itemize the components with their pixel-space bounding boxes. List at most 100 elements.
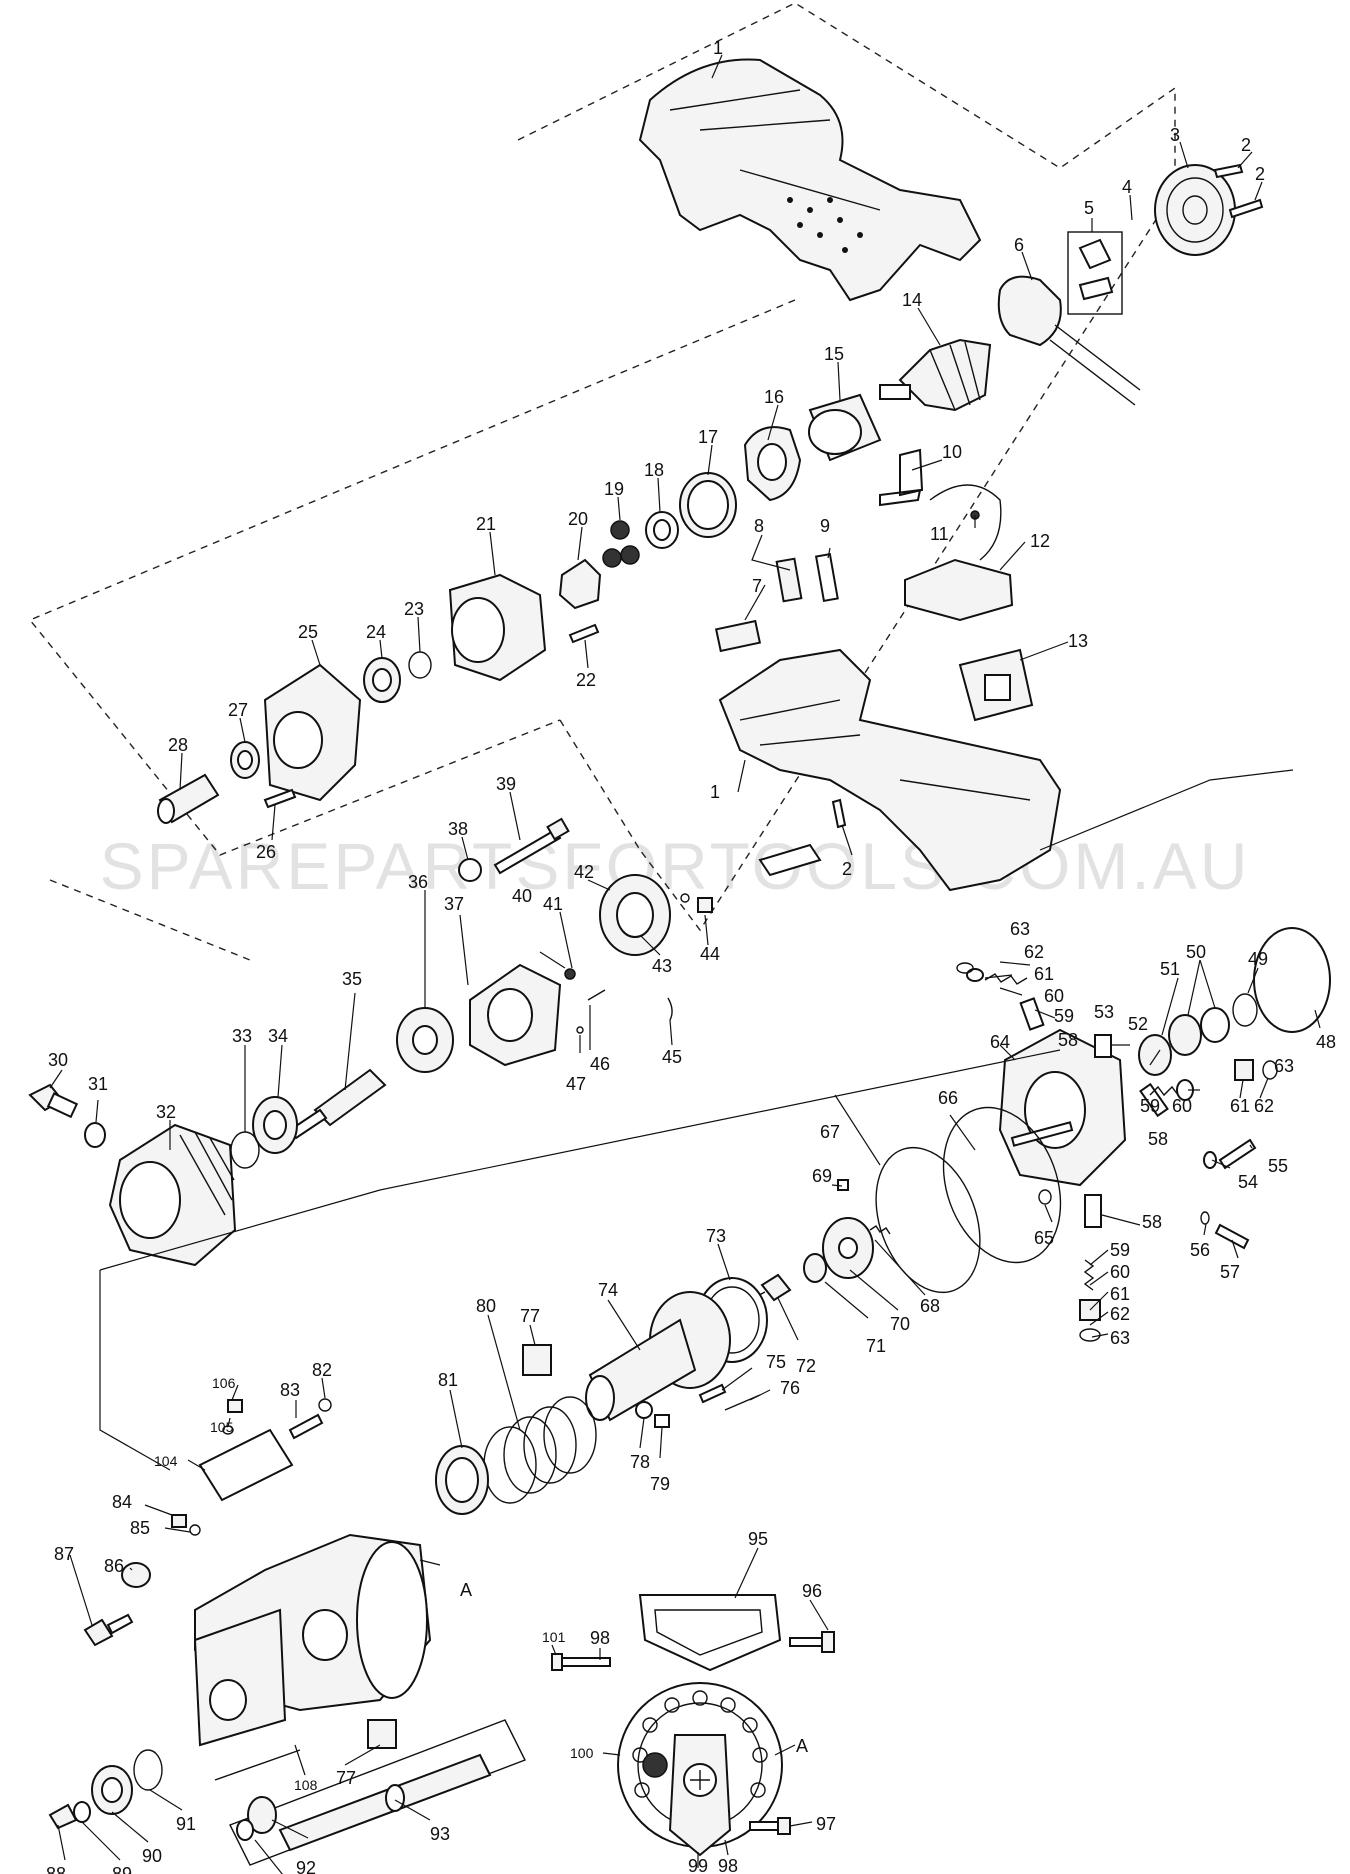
hose-93-part [229,1719,526,1866]
label-23: 23 [404,599,424,619]
label-35: 35 [342,969,362,989]
ring-gear-part [679,472,737,538]
label-9: 9 [820,516,830,536]
label-42: 42 [574,862,594,882]
label-47: 47 [566,1074,586,1094]
label-13: 13 [1068,631,1088,651]
label-20: 20 [568,509,588,529]
label-12: 12 [1030,531,1050,551]
label-58a: 58 [1058,1030,1078,1050]
o-ring-67-part [875,1146,981,1294]
label-48: 48 [1316,1032,1336,1052]
label-63a: 63 [1010,919,1030,939]
label-56: 56 [1190,1240,1210,1260]
label-refA2: A [796,1736,808,1756]
label-100: 100 [570,1745,594,1761]
label-2b: 2 [1255,164,1265,184]
label-78: 78 [630,1452,650,1472]
label-66: 66 [938,1088,958,1108]
handle-end-view-part [617,1594,783,1857]
valve-body-part [998,1028,1127,1187]
label-65: 65 [1034,1228,1054,1248]
label-75: 75 [766,1352,786,1372]
label-27: 27 [228,700,248,720]
label-73: 73 [706,1226,726,1246]
label-97: 97 [816,1814,836,1834]
check-valve-parts [739,1179,891,1306]
label-80: 80 [476,1296,496,1316]
label-6: 6 [1014,235,1024,255]
ring-81-part [435,1445,489,1515]
label-90: 90 [142,1846,162,1866]
gasket-part [1253,927,1331,1033]
label-46: 46 [590,1054,610,1074]
label-92: 92 [296,1858,316,1874]
washer-38-part [458,858,482,882]
piston-74-part [585,1291,731,1422]
label-2a: 2 [1241,135,1251,155]
label-41: 41 [543,894,563,914]
label-58c: 58 [1142,1212,1162,1232]
leader-lines [49,54,1321,1874]
label-8: 8 [754,516,764,536]
label-60b: 60 [1172,1096,1192,1116]
label-39: 39 [496,774,516,794]
label-99: 99 [688,1856,708,1874]
drive-shaft-part [288,1068,387,1140]
label-89: 89 [112,1864,132,1874]
label-108: 108 [294,1777,318,1793]
label-1: 1 [713,38,723,58]
label-45: 45 [662,1047,682,1067]
commutator-plate-part [997,275,1141,406]
label-76: 76 [780,1378,800,1398]
spindle-part [157,773,220,824]
label-61a: 61 [1034,964,1054,984]
label-24: 24 [366,622,386,642]
label-3: 3 [1170,125,1180,145]
oil-seal-part [230,741,260,779]
label-10: 10 [942,442,962,462]
label-37: 37 [444,894,464,914]
label-4: 4 [1122,177,1132,197]
label-18: 18 [644,460,664,480]
label-64: 64 [990,1032,1010,1052]
label-63b: 63 [1274,1056,1294,1076]
screws-96-101-part [551,1631,835,1835]
sleeve-part [808,393,882,462]
label-51: 51 [1160,959,1180,979]
housing-bottom-part [718,648,1062,892]
label-61c: 61 [1110,1284,1130,1304]
disc-36-part [396,1007,454,1073]
label-38: 38 [448,819,468,839]
label-67: 67 [820,1122,840,1142]
label-60c: 60 [1110,1262,1130,1282]
label-85: 85 [130,1518,150,1538]
label-105: 105 [210,1419,234,1435]
label-83: 83 [280,1380,300,1400]
label-59b: 59 [1140,1096,1160,1116]
label-31: 31 [88,1074,108,1094]
spring-stack-top [956,962,1028,985]
group-outline-upper [28,2,1176,932]
label-19: 19 [604,479,624,499]
label-87: 87 [54,1544,74,1564]
retaining-plate-part [469,963,562,1067]
spring-stack-bottom [1079,1259,1101,1342]
label-82: 82 [312,1360,332,1380]
pins-53-58-part [1019,997,1169,1228]
label-21: 21 [476,514,496,534]
label-98a: 98 [590,1628,610,1648]
connector-92-part [236,1796,277,1841]
label-28: 28 [168,735,188,755]
label-40: 40 [512,886,532,906]
label-58b: 58 [1148,1129,1168,1149]
label-34: 34 [268,1026,288,1046]
front-housing-part [263,663,362,802]
label-15: 15 [824,344,844,364]
switch-lever-parts [714,552,839,653]
label-60a: 60 [1044,986,1064,1006]
label-refA1: A [460,1580,472,1600]
fittings-82-86-part [121,1398,332,1588]
label-86: 86 [104,1556,124,1576]
label-11: 11 [930,524,949,544]
